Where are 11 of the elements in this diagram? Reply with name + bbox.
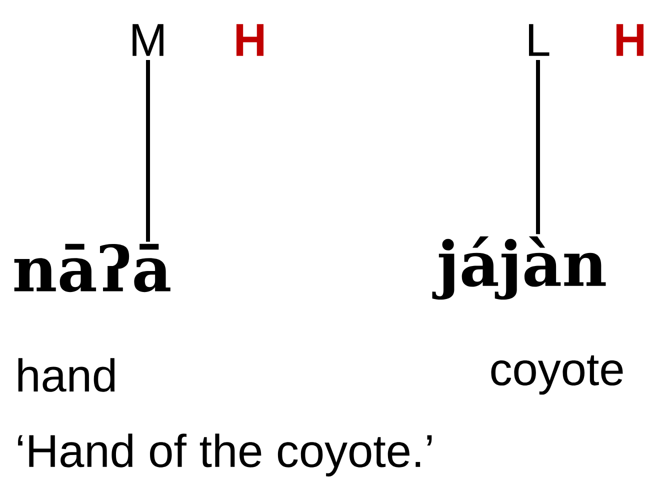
word-text: nāʔā bbox=[14, 244, 170, 292]
word-text: jájàn bbox=[432, 236, 606, 300]
tone-letter: M bbox=[132, 24, 164, 56]
association-line bbox=[536, 60, 540, 234]
gloss-text: hand bbox=[18, 358, 115, 392]
tone-letter: H bbox=[616, 24, 644, 56]
association-line bbox=[146, 60, 150, 242]
translation-text: ‘Hand of the coyote.’ bbox=[18, 434, 432, 476]
tone-letter: H bbox=[236, 24, 264, 56]
tone-letter: L bbox=[529, 24, 550, 56]
gloss-text: coyote bbox=[491, 355, 623, 395]
